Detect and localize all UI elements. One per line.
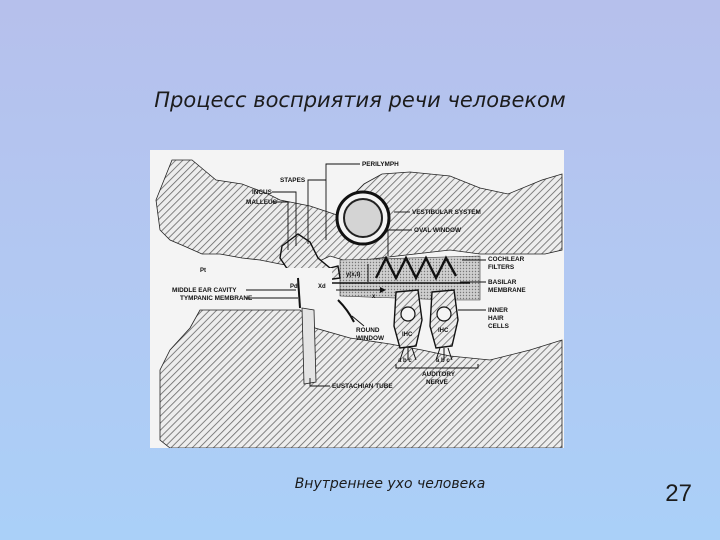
label-pd: Pd [290,284,298,290]
vestibular-system-inner [343,198,383,238]
label-membrane: MEMBRANE [488,287,526,294]
leader-lines [246,163,486,387]
label-pt: Pt [200,268,206,274]
label-abc-right: a b c [436,358,450,364]
label-cells: CELLS [488,323,510,330]
label-xd: Xd [318,284,326,290]
label-ihc-left: IHC [402,332,413,338]
page-number: 27 [665,480,692,507]
hair-cell-right [429,289,459,361]
auditory-nerve-bracket [395,364,479,369]
figure-caption: Внутреннее ухо человека [294,476,486,492]
label-filters: FILTERS [488,264,515,271]
label-round: ROUND [356,327,380,334]
label-malleus: MALLEUS [246,199,278,206]
cochlear-filters [374,255,458,281]
label-x-axis: x [372,294,376,300]
label-perilymph: PERILYMPH [362,161,399,168]
eustachian-tube [301,307,317,385]
slide-title: Процесс восприятия речи человеком [154,88,566,112]
label-incus: INCUS [252,189,273,196]
label-eustachian-tube: EUSTACHIAN TUBE [332,383,393,390]
label-nerve: NERVE [426,379,449,386]
label-vestibular-system: VESTIBULAR SYSTEM [412,209,481,216]
label-cochlear: COCHLEAR [488,256,525,263]
label-inner: INNER [488,307,508,314]
inner-ear-diagram: PERILYMPH STAPES INCUS MALLEUS VESTIBULA… [150,150,564,448]
label-y-x-t: y(x,t) [346,272,360,278]
label-ihc-right: IHC [438,328,449,334]
round-window [337,299,355,323]
label-auditory: AUDITORY [422,371,456,378]
label-hair: HAIR [488,315,504,322]
label-middle-ear-cavity: MIDDLE EAR CAVITY [172,287,237,294]
middle-ear-cavity [214,268,332,306]
label-basilar: BASILAR [488,279,517,286]
tympanic-membrane [297,277,301,309]
x-axis-arrowhead [380,287,386,293]
label-tympanic-membrane: TYMPANIC MEMBRANE [180,295,253,302]
label-oval-window: OVAL WINDOW [414,227,462,234]
label-stapes: STAPES [280,177,306,184]
label-abc-left: a b c [398,358,412,364]
hair-cell-left [393,289,423,361]
label-window: WINDOW [356,335,385,342]
